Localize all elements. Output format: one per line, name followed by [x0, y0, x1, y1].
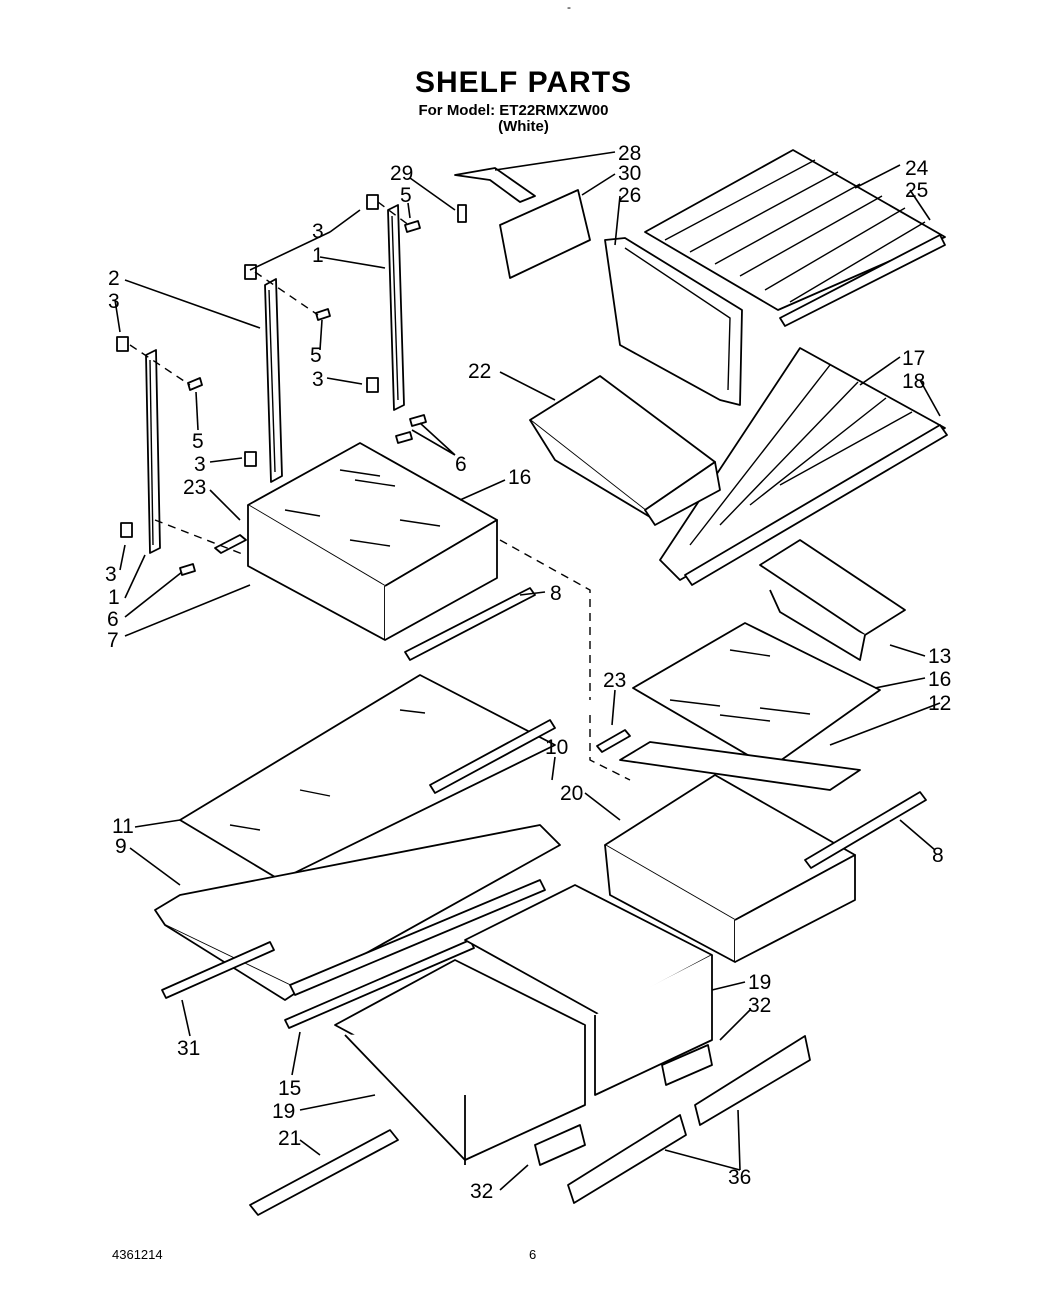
- rail-31: [161, 941, 275, 999]
- callout-3: 3: [105, 563, 117, 586]
- callout-7: 7: [107, 629, 119, 652]
- handles-36: [567, 1035, 811, 1204]
- callout-32: 32: [470, 1180, 493, 1203]
- callout-8: 8: [550, 582, 562, 605]
- callout-6: 6: [455, 453, 467, 476]
- bin-22: [529, 375, 721, 526]
- callout-9: 9: [115, 835, 127, 858]
- screws: [179, 204, 467, 576]
- callout-16: 16: [508, 466, 531, 489]
- clips: [116, 194, 379, 538]
- callout-5: 5: [310, 344, 322, 367]
- callout-3: 3: [312, 368, 324, 391]
- part-28: [454, 167, 536, 203]
- callout-23: 23: [603, 669, 626, 692]
- callout-18: 18: [902, 370, 925, 393]
- callout-32: 32: [748, 994, 771, 1017]
- callout-26: 26: [618, 184, 641, 207]
- callout-17: 17: [902, 347, 925, 370]
- callout-28: 28: [618, 142, 641, 165]
- callout-labels: 2 3 3 1 29 5 5 3 5 3 6 23 16 3 1 6 7 8 2…: [105, 142, 951, 1203]
- part-30: [499, 189, 591, 279]
- glass-shelf-right: [596, 622, 881, 791]
- wire-shelf-upper: [644, 149, 946, 327]
- callout-6: 6: [107, 608, 119, 631]
- ladder-middle: [264, 278, 283, 483]
- callout-19: 19: [748, 971, 771, 994]
- callout-3: 3: [108, 290, 120, 313]
- callout-22: 22: [468, 360, 491, 383]
- callout-25: 25: [905, 179, 928, 202]
- callout-11: 11: [112, 815, 134, 838]
- callout-3: 3: [194, 453, 206, 476]
- leader-lines: [114, 151, 941, 1191]
- callout-2: 2: [108, 267, 120, 290]
- bin-13: [759, 539, 906, 661]
- document-number: 4361214: [112, 1247, 163, 1262]
- crisper-20: [604, 774, 927, 963]
- callout-21: 21: [278, 1127, 301, 1150]
- callout-24: 24: [905, 157, 929, 180]
- callout-30: 30: [618, 162, 641, 185]
- drawer-19-front: [334, 959, 586, 1165]
- callout-1: 1: [312, 244, 324, 267]
- frame-26: [604, 237, 743, 406]
- callout-15: 15: [278, 1077, 301, 1100]
- callout-31: 31: [177, 1037, 200, 1060]
- callout-3: 3: [312, 220, 324, 243]
- drawer-19-back: [464, 884, 713, 1096]
- rail-21: [249, 1129, 399, 1216]
- page-number: 6: [529, 1247, 537, 1262]
- callout-19: 19: [272, 1100, 295, 1123]
- wire-shelf-lower: [659, 347, 948, 586]
- top-mark: -: [567, 0, 571, 14]
- callout-36: 36: [728, 1166, 751, 1189]
- callout-20: 20: [560, 782, 583, 805]
- callout-12: 12: [928, 692, 951, 715]
- callout-8: 8: [932, 844, 944, 867]
- page-title: SHELF PARTS: [414, 66, 633, 99]
- callout-16: 16: [928, 668, 951, 691]
- callout-5: 5: [192, 430, 204, 453]
- callout-13: 13: [928, 645, 951, 668]
- model-line: For Model: ET22RMXZW00: [418, 102, 609, 119]
- clips-32: [534, 1044, 713, 1166]
- callout-1: 1: [108, 586, 120, 609]
- color-line: (White): [498, 118, 549, 135]
- callout-29: 29: [390, 162, 413, 185]
- callout-10: 10: [545, 736, 568, 759]
- rail-15: [284, 939, 475, 1029]
- glass-shelf-upper-left: [214, 442, 536, 661]
- callout-5: 5: [400, 184, 412, 207]
- callout-23: 23: [183, 476, 206, 499]
- ladder-left: [145, 349, 161, 554]
- ladder-right: [387, 204, 405, 411]
